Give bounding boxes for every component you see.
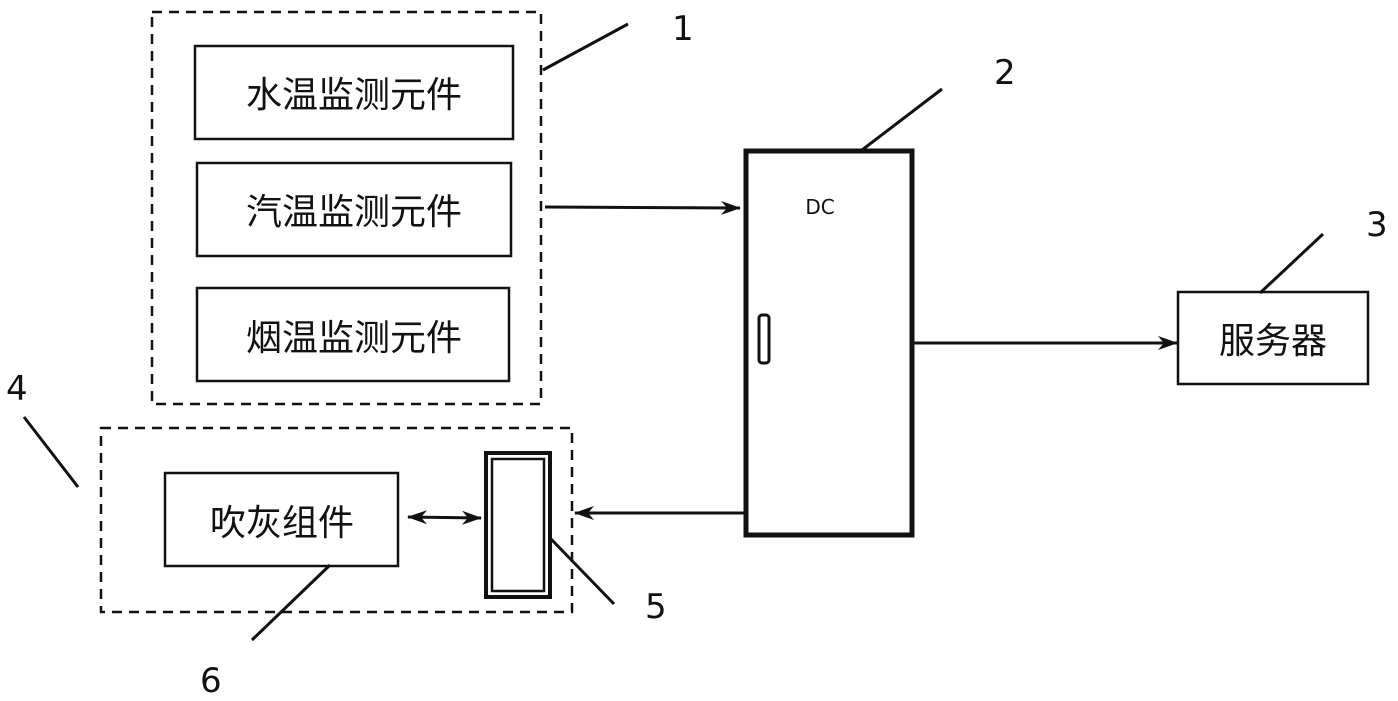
callout-line-5: [549, 537, 616, 606]
soot-blower-label: 吹灰组件: [210, 503, 354, 544]
soot-blowing-group-boundary: [99, 426, 574, 614]
flue-temp-sensor-label: 烟温监测元件: [246, 318, 462, 359]
callout-number-2: 2: [994, 53, 1016, 93]
callout-line-1: [542, 22, 629, 72]
callout-number-3: 3: [1366, 205, 1388, 245]
callout-number-5: 5: [645, 587, 667, 627]
flue-temp-sensor-box[interactable]: 烟温监测元件: [195, 286, 511, 383]
dc-cabinet[interactable]: DC: [743, 148, 915, 538]
callout-line-2: [861, 87, 943, 152]
callout-line-6: [250, 563, 332, 642]
dc-cabinet-label: DC: [805, 195, 834, 219]
callout-line-4: [22, 416, 80, 488]
callout-number-4: 4: [6, 369, 28, 409]
steam-temp-sensor-box[interactable]: 汽温监测元件: [195, 161, 513, 258]
cabinet-door-handle: [757, 313, 771, 365]
callout-number-6: 6: [200, 661, 222, 701]
arrow-monitoring-to-dc: [544, 200, 741, 215]
server-label: 服务器: [1219, 321, 1327, 362]
water-temp-sensor-box[interactable]: 水温监测元件: [193, 44, 515, 141]
soot-blower-box[interactable]: 吹灰组件: [163, 471, 400, 568]
water-temp-sensor-label: 水温监测元件: [246, 75, 462, 116]
monitoring-group-boundary: [150, 10, 543, 406]
callout-line-3: [1258, 232, 1325, 295]
callout-number-1: 1: [672, 9, 694, 49]
server-box[interactable]: 服务器: [1176, 290, 1370, 386]
steam-temp-sensor-label: 汽温监测元件: [246, 192, 462, 233]
arrow-soot-blower-controller-bidirectional: [407, 510, 482, 525]
controller-box[interactable]: [484, 451, 552, 599]
